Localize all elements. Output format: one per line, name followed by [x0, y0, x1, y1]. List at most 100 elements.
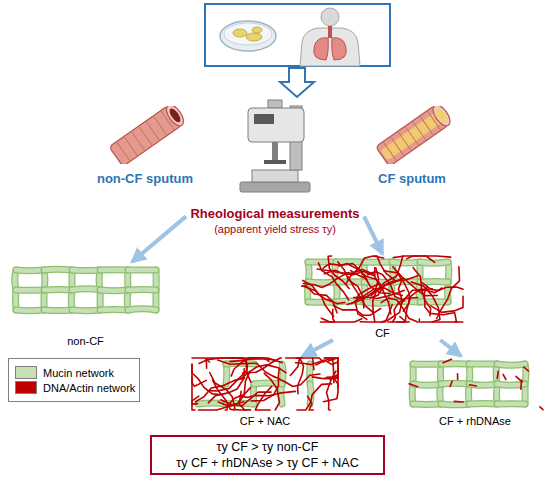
measuring-plate	[264, 160, 286, 164]
left-lung	[314, 38, 329, 60]
comparison-text: τy CF + rhDNAse > τy CF + NAC	[176, 455, 358, 471]
legend-box: Mucin networkDNA/Actin network	[8, 358, 140, 402]
mucin-fiber	[44, 308, 72, 313]
mucin-fiber-edge	[441, 360, 469, 367]
mucin-fiber-edge	[413, 361, 441, 368]
dna-actin-fiber	[407, 256, 451, 259]
flow-arrow	[303, 340, 334, 356]
panel-label: CF + NAC	[240, 414, 290, 428]
mucin-fiber-edge	[44, 266, 72, 274]
mucin-fiber	[128, 287, 156, 292]
dna-actin-fiber	[413, 268, 431, 316]
cartilage-ring	[420, 116, 434, 136]
mucin-fiber-edge	[469, 400, 497, 408]
mucin-fiber-edge	[100, 306, 128, 314]
human-head	[321, 8, 339, 26]
dna-actin-fiber	[302, 286, 337, 313]
mucin-fiber-edge	[44, 307, 72, 315]
mucin-fiber	[497, 401, 525, 406]
mucin-fiber	[441, 402, 469, 407]
mucin-fiber-edge	[392, 262, 420, 263]
network-panel: CF + rhDNAse	[405, 356, 545, 428]
airway-wall	[109, 106, 182, 164]
dna-actin-fiber	[199, 402, 244, 410]
flow-arrow	[132, 216, 186, 262]
flow-arrow	[364, 216, 383, 254]
dna-actin-fiber	[374, 256, 394, 280]
mucin-fiber	[413, 362, 441, 367]
mucin-fiber	[72, 308, 100, 313]
rheometer-illustration	[186, 96, 364, 196]
network-illustration	[8, 262, 163, 332]
dna-actin-fiber	[318, 263, 348, 300]
dna-actin-network	[192, 358, 338, 410]
petri-dish-inner	[224, 23, 272, 45]
dna-actin-fiber	[497, 371, 498, 378]
dna-actin-fiber	[208, 369, 244, 403]
cartilage-ring	[131, 131, 145, 151]
mucin-fiber	[128, 309, 156, 310]
dna-actin-fiber	[457, 374, 459, 380]
cartilage-ring	[145, 121, 159, 141]
legend-row: DNA/Actin network	[15, 381, 133, 394]
dna-actin-fiber	[321, 318, 361, 322]
network-panel: CF	[300, 254, 465, 340]
dna-actin-fiber	[409, 384, 418, 387]
network-panel: CF + NAC	[190, 356, 340, 428]
mucin-fiber-edge	[128, 286, 156, 294]
panel-label: CF sputum	[378, 171, 446, 186]
dna-actin-fiber	[373, 278, 403, 312]
source-frame	[205, 4, 390, 66]
mucin-fiber-edge	[128, 309, 156, 310]
cartilage-ring	[412, 121, 426, 141]
mucin-fiber-edge	[128, 267, 156, 274]
dna-actin-fiber	[397, 289, 432, 322]
airway-lumen	[167, 107, 182, 124]
dna-actin-fiber	[192, 365, 221, 395]
mucin-fiber	[413, 402, 441, 407]
network-panel: non-CF	[8, 262, 163, 348]
mucin-fiber	[72, 289, 100, 290]
panel-label: non-CF	[67, 334, 104, 348]
mucin-fiber-edge	[441, 401, 469, 409]
dna-actin-fiber	[221, 392, 271, 406]
rheometer: Rheological measurements(apparent yield …	[186, 96, 364, 236]
cartilage-ring	[398, 131, 412, 151]
airway-group	[109, 106, 187, 164]
dna-actin-fiber	[250, 358, 277, 361]
dna-actin-fiber	[192, 377, 198, 404]
mucin-fiber-edge	[72, 289, 100, 290]
airway-opening	[163, 106, 187, 129]
mucin-fiber	[72, 268, 100, 273]
dna-actin-fiber	[206, 358, 237, 368]
right-lung	[332, 38, 347, 60]
cartilage-ring	[138, 126, 152, 146]
legend-text: DNA/Actin network	[43, 382, 135, 394]
mucin-fiber	[100, 307, 128, 312]
mucin-fiber-edge	[16, 307, 44, 315]
mucin-fiber	[392, 262, 420, 263]
mucin-fiber	[100, 288, 128, 293]
network-illustration	[405, 356, 545, 412]
legend-text: Mucin network	[43, 367, 114, 379]
mucin-fiber	[16, 268, 44, 273]
dna-actin-fiber	[255, 386, 271, 410]
mucus-plug	[381, 112, 444, 161]
mucin-fiber	[128, 268, 156, 273]
dna-actin-fiber	[240, 358, 251, 382]
comparison-text: τy CF > τy non-CF	[217, 439, 319, 455]
dna-actin-fiber	[328, 256, 349, 289]
sputum-blob	[233, 29, 247, 37]
dna-actin-fiber	[192, 364, 206, 386]
dna-actin-fiber	[230, 359, 282, 363]
dna-actin-fiber	[351, 271, 390, 294]
sputum-blob	[252, 27, 262, 33]
dna-actin-fiber	[316, 358, 338, 365]
dna-actin-fiber	[503, 374, 506, 379]
mucin-fiber-edge	[16, 267, 44, 275]
method-label: Rheological measurements	[190, 206, 359, 222]
dna-actin-fiber	[540, 407, 543, 410]
dna-actin-fiber	[469, 385, 476, 386]
